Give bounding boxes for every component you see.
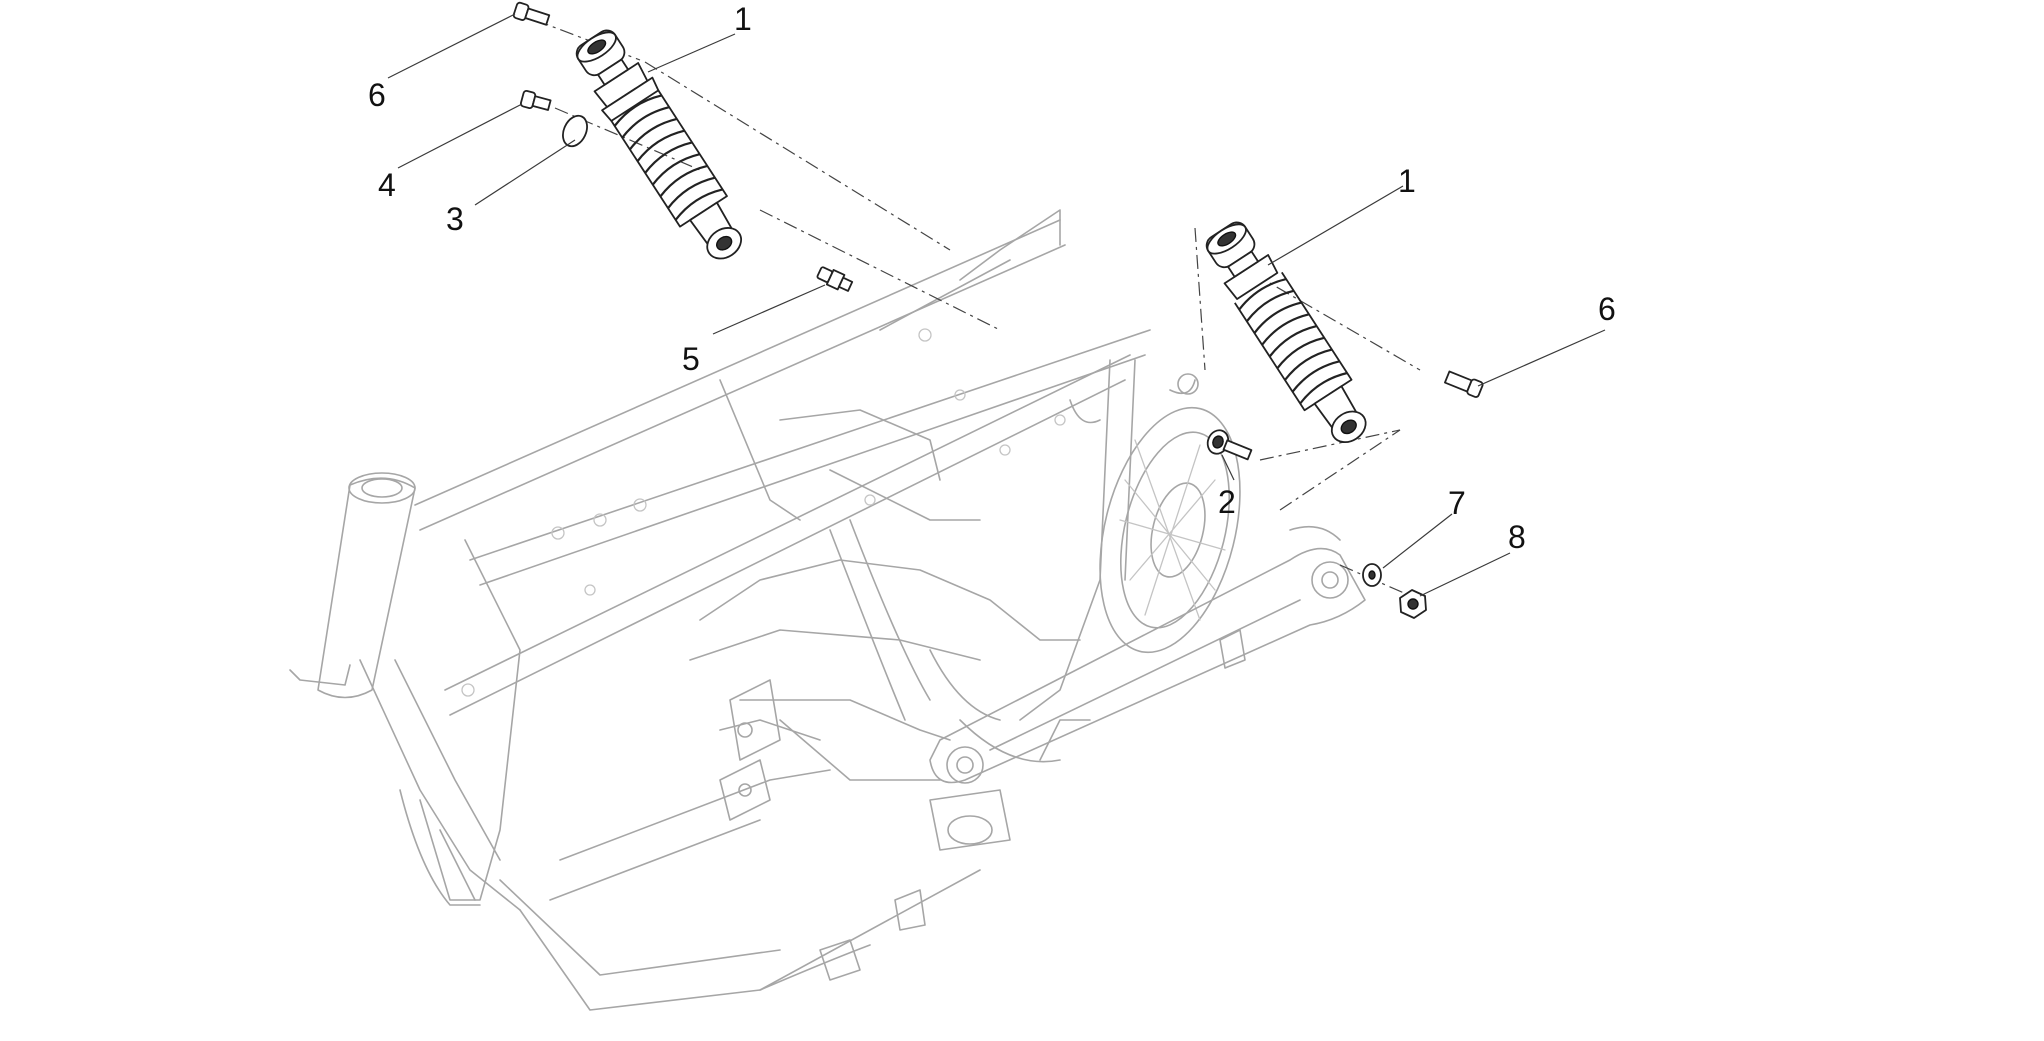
callout-1-left: 1 — [734, 1, 752, 37]
callout-6-right: 6 — [1598, 291, 1616, 327]
callout-7: 7 — [1448, 485, 1466, 521]
callout-labels: 1 1 2 3 4 5 6 6 7 8 — [368, 1, 1616, 555]
bolt-6-right — [1444, 370, 1484, 398]
callout-5: 5 — [682, 341, 700, 377]
swingarm — [929, 525, 1366, 784]
left-shock-absorber — [575, 29, 742, 260]
bolt-4 — [519, 89, 552, 111]
callout-8: 8 — [1508, 519, 1526, 555]
callout-4: 4 — [378, 167, 396, 203]
washer-3 — [562, 114, 588, 148]
callout-3: 3 — [446, 201, 464, 237]
clutch-drum-cover — [1099, 406, 1241, 654]
stud-5 — [816, 266, 854, 292]
bolt-6-left — [512, 1, 551, 26]
nut-8 — [1399, 589, 1427, 619]
bolt-2 — [1206, 429, 1253, 461]
callout-2: 2 — [1218, 484, 1236, 520]
callout-6-left: 6 — [368, 77, 386, 113]
callout-1-right: 1 — [1398, 163, 1416, 199]
scooter-frame — [289, 209, 1199, 1011]
right-shock-absorber — [1205, 221, 1367, 444]
leader-lines — [387, 13, 1606, 597]
washer-7 — [1362, 563, 1382, 587]
